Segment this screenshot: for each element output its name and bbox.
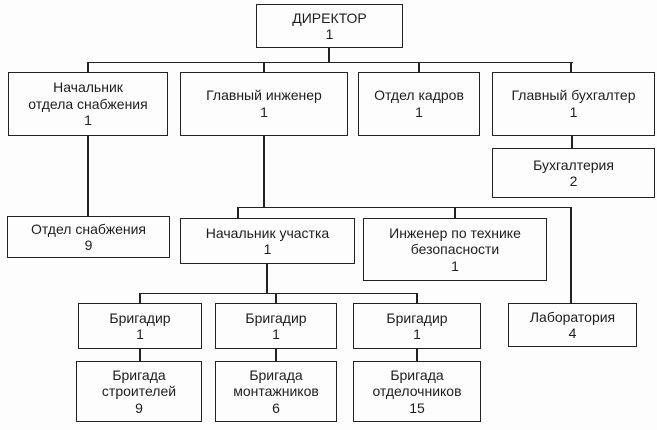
node-safety-engineer-label: Инженер по технике <box>389 224 521 241</box>
connector-drop-foreman-1 <box>139 292 141 304</box>
node-supply-head-count: 1 <box>84 112 92 128</box>
node-safety-engineer: Инженер по технике безопасности 1 <box>363 218 547 281</box>
node-accounting: Бухгалтерия 2 <box>492 148 655 198</box>
node-laboratory-label: Лаборатория <box>529 308 616 325</box>
connector-drop-hr-department <box>418 62 420 73</box>
node-chief-engineer-label: Главный инженер <box>206 87 322 104</box>
node-safety-engineer-label2: безопасности <box>410 241 500 258</box>
connector-site-manager-down <box>266 264 268 293</box>
node-director-count: 1 <box>325 26 334 42</box>
node-foreman-1-label: Бригадир <box>109 309 171 326</box>
node-finishers-brigade-count: 15 <box>409 399 425 416</box>
node-supply-head: Начальник отдела снабжения 1 <box>8 72 168 136</box>
node-builders-brigade: Бригада строителей 9 <box>76 361 202 422</box>
connector-accounting <box>571 135 573 149</box>
node-laboratory: Лаборатория 4 <box>508 303 637 347</box>
node-supply-department-label: Отдел снабжения <box>30 220 147 237</box>
connector-drop-foreman-3 <box>416 292 418 304</box>
node-foreman-3: Бригадир 1 <box>353 303 481 349</box>
node-builders-brigade-label2: строителей <box>101 383 177 400</box>
node-foreman-3-count: 1 <box>413 326 421 342</box>
connector-drop-site-manager <box>237 206 239 219</box>
connector-drop-foreman-2 <box>275 292 277 304</box>
connector-finishers-brigade <box>416 349 418 362</box>
node-laboratory-count: 4 <box>568 325 577 341</box>
connector-foreman-bus <box>139 292 418 295</box>
connector-supply-department <box>87 135 89 217</box>
node-installers-brigade: Бригада монтажников 6 <box>215 361 337 422</box>
node-chief-accountant-label: Главный бухгалтер <box>511 87 636 104</box>
node-accounting-label: Бухгалтерия <box>533 156 614 173</box>
node-chief-engineer: Главный инженер 1 <box>180 72 348 136</box>
node-finishers-brigade-label2: отделочников <box>372 383 462 400</box>
connector-level2-bus <box>87 62 573 64</box>
node-foreman-2-count: 1 <box>272 326 280 342</box>
node-foreman-3-label: Бригадир <box>386 309 448 326</box>
node-director: ДИРЕКТОР 1 <box>256 4 403 48</box>
node-finishers-brigade-label: Бригада <box>390 366 444 383</box>
node-safety-engineer-count: 1 <box>451 257 459 274</box>
node-foreman-2: Бригадир 1 <box>215 303 337 349</box>
node-foreman-2-label: Бригадир <box>245 309 307 326</box>
node-foreman-1: Бригадир 1 <box>78 303 202 349</box>
node-supply-department-count: 9 <box>84 237 93 253</box>
node-installers-brigade-label2: монтажников <box>233 383 319 400</box>
connector-drop-chief-accountant <box>570 62 572 73</box>
node-site-manager: Начальник участка 1 <box>180 218 355 264</box>
node-builders-brigade-count: 9 <box>135 399 143 416</box>
node-supply-department: Отдел снабжения 9 <box>7 216 170 258</box>
connector-installers-brigade <box>275 349 277 362</box>
node-accounting-count: 2 <box>569 173 578 189</box>
connector-level3-bus <box>237 206 572 209</box>
connector-drop-supply-head <box>87 62 89 73</box>
node-site-manager-label: Начальник участка <box>205 224 330 241</box>
node-hr-department: Отдел кадров 1 <box>358 72 480 136</box>
node-builders-brigade-label: Бригада <box>112 366 166 383</box>
connector-director-down <box>328 48 330 62</box>
node-installers-brigade-label: Бригада <box>249 366 303 383</box>
node-supply-head-label: Начальник <box>53 79 123 95</box>
node-site-manager-count: 1 <box>263 241 272 257</box>
node-chief-accountant: Главный бухгалтер 1 <box>492 72 655 136</box>
node-chief-engineer-count: 1 <box>260 103 268 120</box>
connector-engineer-down <box>263 135 265 208</box>
node-foreman-1-count: 1 <box>136 326 144 342</box>
connector-drop-safety-engineer <box>454 206 456 219</box>
connector-builders-brigade <box>139 349 141 362</box>
node-supply-head-label2: отдела снабжения <box>28 95 148 112</box>
node-chief-accountant-count: 1 <box>569 103 578 120</box>
connector-drop-chief-engineer <box>263 62 265 73</box>
node-finishers-brigade: Бригада отделочников 15 <box>353 361 481 422</box>
connector-laboratory <box>570 206 572 304</box>
node-hr-department-label: Отдел кадров <box>374 87 464 104</box>
node-hr-department-count: 1 <box>415 103 423 120</box>
node-director-label: ДИРЕКТОР <box>292 9 367 26</box>
node-installers-brigade-count: 6 <box>272 399 280 416</box>
